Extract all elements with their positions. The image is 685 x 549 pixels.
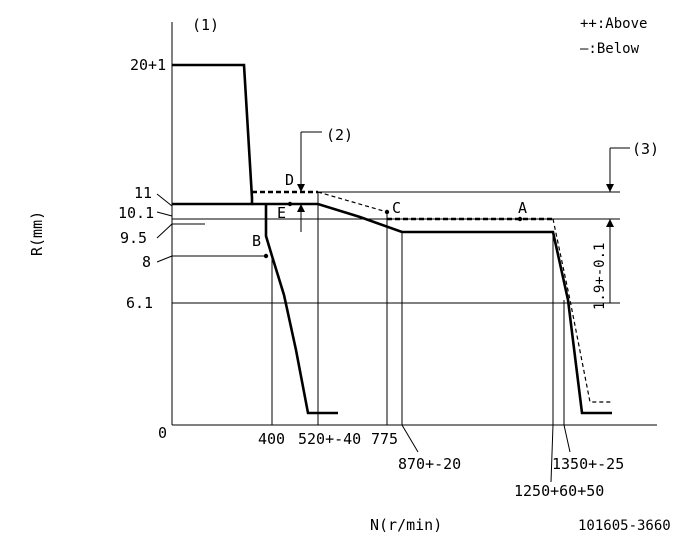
x-tick-520: 520+-40 bbox=[298, 430, 361, 448]
y-tick-0: 0 bbox=[158, 424, 167, 442]
y-tick-8: 8 bbox=[142, 253, 151, 271]
point-E-label: E bbox=[277, 204, 286, 222]
x-tick-400: 400 bbox=[258, 430, 285, 448]
y-tick-11: 11 bbox=[134, 184, 152, 202]
ref3-label: (3) bbox=[632, 140, 659, 158]
above-curve-drop bbox=[552, 218, 612, 403]
legend-above: ++:Above bbox=[580, 16, 647, 32]
below-curve-drop bbox=[264, 204, 338, 415]
x-axis-title: N(r/min) bbox=[370, 516, 442, 534]
y-axis-title: R(mm) bbox=[28, 211, 46, 256]
leader-1350 bbox=[563, 424, 571, 453]
point-D-label: D bbox=[285, 171, 294, 189]
legend-below: —:Below bbox=[580, 41, 640, 57]
dim3-arrow-up bbox=[606, 219, 614, 227]
drawing-code: 101605-3660 bbox=[578, 518, 671, 534]
y-tick-10-1: 10.1 bbox=[118, 204, 154, 222]
dim2-arrow-down bbox=[297, 184, 305, 192]
point-A-dot bbox=[517, 216, 523, 222]
point-B-label: B bbox=[252, 232, 261, 250]
leader-8 bbox=[156, 255, 173, 263]
point-E-dot bbox=[287, 201, 293, 207]
above-curve-slope bbox=[317, 191, 388, 213]
point-C-label: C bbox=[392, 199, 401, 217]
x-tick-775: 775 bbox=[371, 430, 398, 448]
leader-10-1 bbox=[156, 211, 173, 217]
y-tick-9-5: 9.5 bbox=[120, 229, 147, 247]
leader-1250 bbox=[550, 424, 554, 483]
below-curve-main bbox=[252, 202, 612, 415]
dim3-arrow-down bbox=[606, 184, 614, 192]
y-tick-6-1: 6.1 bbox=[126, 294, 153, 312]
x-tick-870: 870+-20 bbox=[398, 455, 461, 473]
below-curve-start bbox=[172, 63, 254, 206]
dim2-arrow-up bbox=[297, 204, 305, 212]
x-tick-1350: 1350+-25 bbox=[552, 455, 624, 473]
leader-870 bbox=[401, 424, 419, 453]
ref2-label: (2) bbox=[326, 126, 353, 144]
y-tick-20: 20+1 bbox=[130, 56, 166, 74]
leader-9-5 bbox=[156, 223, 173, 239]
x-tick-1250: 1250+60+50 bbox=[514, 482, 604, 500]
point-A-label: A bbox=[518, 199, 527, 217]
point-B-dot bbox=[263, 253, 269, 259]
dim3-value: 1.9+-0.1 bbox=[592, 243, 608, 310]
leader-11 bbox=[156, 193, 173, 207]
point-C-dot bbox=[384, 209, 390, 215]
ref1-label: (1) bbox=[192, 16, 219, 34]
